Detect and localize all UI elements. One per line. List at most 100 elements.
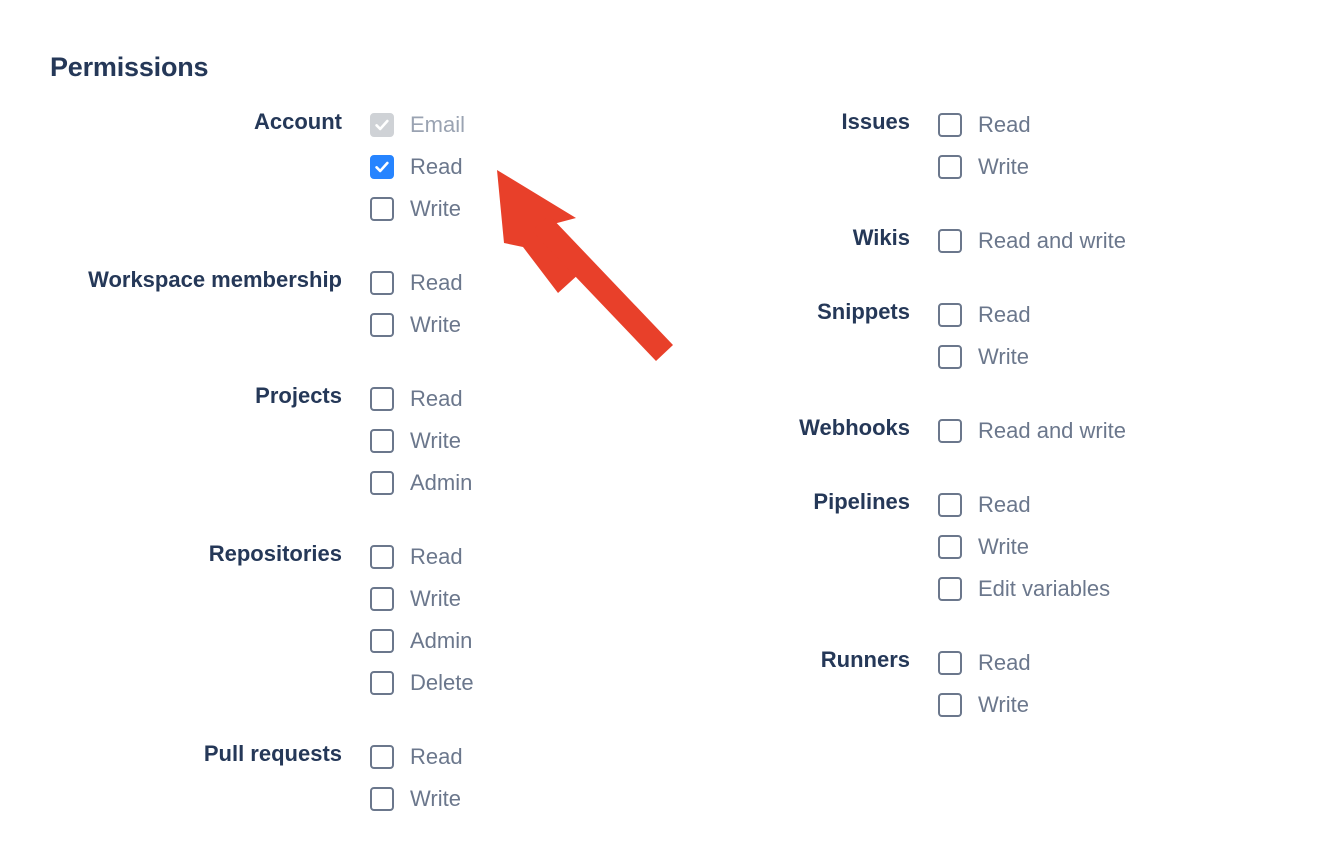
permission-option-label: Read: [978, 492, 1031, 517]
permission-option-workspace-membership-write[interactable]: Write: [370, 304, 640, 346]
permission-group-webhooks: Webhooks Read and write: [640, 410, 1280, 452]
permission-option-label: Read and write: [978, 418, 1126, 443]
checkbox-read-unchecked[interactable]: [938, 113, 962, 137]
permission-option-repositories-delete[interactable]: Delete: [370, 662, 640, 704]
permission-option-label: Write: [410, 428, 461, 453]
permission-option-workspace-membership-read[interactable]: Read: [370, 262, 640, 304]
permission-option-label: Write: [978, 154, 1029, 179]
permission-option-runners-read[interactable]: Read: [938, 642, 1280, 684]
checkbox-read-unchecked[interactable]: [938, 493, 962, 517]
permission-option-pipelines-read[interactable]: Read: [938, 484, 1280, 526]
page-title: Permissions: [50, 52, 209, 82]
checkbox-delete-unchecked[interactable]: [370, 671, 394, 695]
permission-group-label: Pipelines: [813, 489, 910, 514]
permission-option-snippets-write[interactable]: Write: [938, 336, 1280, 378]
checkbox-read-unchecked[interactable]: [938, 651, 962, 675]
permission-group-label: Webhooks: [799, 415, 910, 440]
permission-option-projects-write[interactable]: Write: [370, 420, 640, 462]
checkbox-read-and-write-unchecked[interactable]: [938, 229, 962, 253]
permission-option-repositories-write[interactable]: Write: [370, 578, 640, 620]
checkbox-read-and-write-unchecked[interactable]: [938, 419, 962, 443]
permission-option-account-email[interactable]: Email: [370, 104, 640, 146]
checkbox-read-unchecked[interactable]: [370, 545, 394, 569]
permission-option-label: Read: [410, 154, 463, 179]
permission-group-label: Account: [254, 109, 342, 134]
permission-option-repositories-read[interactable]: Read: [370, 536, 640, 578]
permission-group-wikis: Wikis Read and write: [640, 220, 1280, 262]
permission-option-snippets-read[interactable]: Read: [938, 294, 1280, 336]
permission-option-label: Read: [978, 112, 1031, 137]
permission-group-label: Projects: [255, 383, 342, 408]
permission-option-projects-admin[interactable]: Admin: [370, 462, 640, 504]
permission-option-label: Write: [410, 786, 461, 811]
permission-option-label: Read: [410, 544, 463, 569]
checkbox-admin-unchecked[interactable]: [370, 629, 394, 653]
checkbox-edit-variables-unchecked[interactable]: [938, 577, 962, 601]
checkbox-admin-unchecked[interactable]: [370, 471, 394, 495]
permission-option-runners-write[interactable]: Write: [938, 684, 1280, 726]
permission-option-label: Read: [410, 270, 463, 295]
permission-group-label: Wikis: [852, 225, 910, 250]
checkbox-write-unchecked[interactable]: [370, 313, 394, 337]
permission-option-label: Admin: [410, 628, 473, 653]
checkbox-email-disabled-checked: [370, 113, 394, 137]
permission-group-label: Snippets: [817, 299, 910, 324]
permission-option-pull-requests-write[interactable]: Write: [370, 778, 640, 820]
checkmark-icon: [372, 157, 392, 177]
permission-option-label: Read: [978, 650, 1031, 675]
checkbox-write-unchecked[interactable]: [938, 345, 962, 369]
checkbox-write-unchecked[interactable]: [370, 197, 394, 221]
permission-option-wikis-read-and-write[interactable]: Read and write: [938, 220, 1280, 262]
checkbox-write-unchecked[interactable]: [938, 155, 962, 179]
checkbox-write-unchecked[interactable]: [938, 535, 962, 559]
checkbox-read-unchecked[interactable]: [370, 271, 394, 295]
permission-option-webhooks-read-and-write[interactable]: Read and write: [938, 410, 1280, 452]
checkbox-read-checked[interactable]: [370, 155, 394, 179]
checkbox-write-unchecked[interactable]: [370, 787, 394, 811]
permission-option-projects-read[interactable]: Read: [370, 378, 640, 420]
permission-option-label: Write: [978, 534, 1029, 559]
permission-option-label: Write: [410, 312, 461, 337]
checkbox-read-unchecked[interactable]: [370, 745, 394, 769]
permission-option-label: Read: [410, 744, 463, 769]
permission-group-label: Runners: [820, 647, 910, 672]
permission-group-label: Pull requests: [203, 741, 342, 766]
permission-option-label: Write: [978, 692, 1029, 717]
permission-option-label: Edit variables: [978, 576, 1111, 601]
permission-option-pipelines-write[interactable]: Write: [938, 526, 1280, 568]
permission-option-label: Read and write: [978, 228, 1126, 253]
permission-option-list: Read and write: [910, 410, 1280, 452]
permission-option-issues-read[interactable]: Read: [938, 104, 1280, 146]
permission-option-issues-write[interactable]: Write: [938, 146, 1280, 188]
checkbox-read-unchecked[interactable]: [938, 303, 962, 327]
permission-option-account-read[interactable]: Read: [370, 146, 640, 188]
permission-option-list: Read and write: [910, 220, 1280, 262]
checkbox-read-unchecked[interactable]: [370, 387, 394, 411]
permission-option-label: Admin: [410, 470, 473, 495]
permission-option-label: Delete: [410, 670, 474, 695]
permission-group-label: Repositories: [208, 541, 342, 566]
checkbox-write-unchecked[interactable]: [370, 429, 394, 453]
permission-option-repositories-admin[interactable]: Admin: [370, 620, 640, 662]
permission-option-label: Read: [410, 386, 463, 411]
permission-option-pipelines-edit-variables[interactable]: Edit variables: [938, 568, 1280, 610]
permission-option-account-write[interactable]: Write: [370, 188, 640, 230]
permission-option-pull-requests-read[interactable]: Read: [370, 736, 640, 778]
checkbox-write-unchecked[interactable]: [938, 693, 962, 717]
checkbox-write-unchecked[interactable]: [370, 587, 394, 611]
